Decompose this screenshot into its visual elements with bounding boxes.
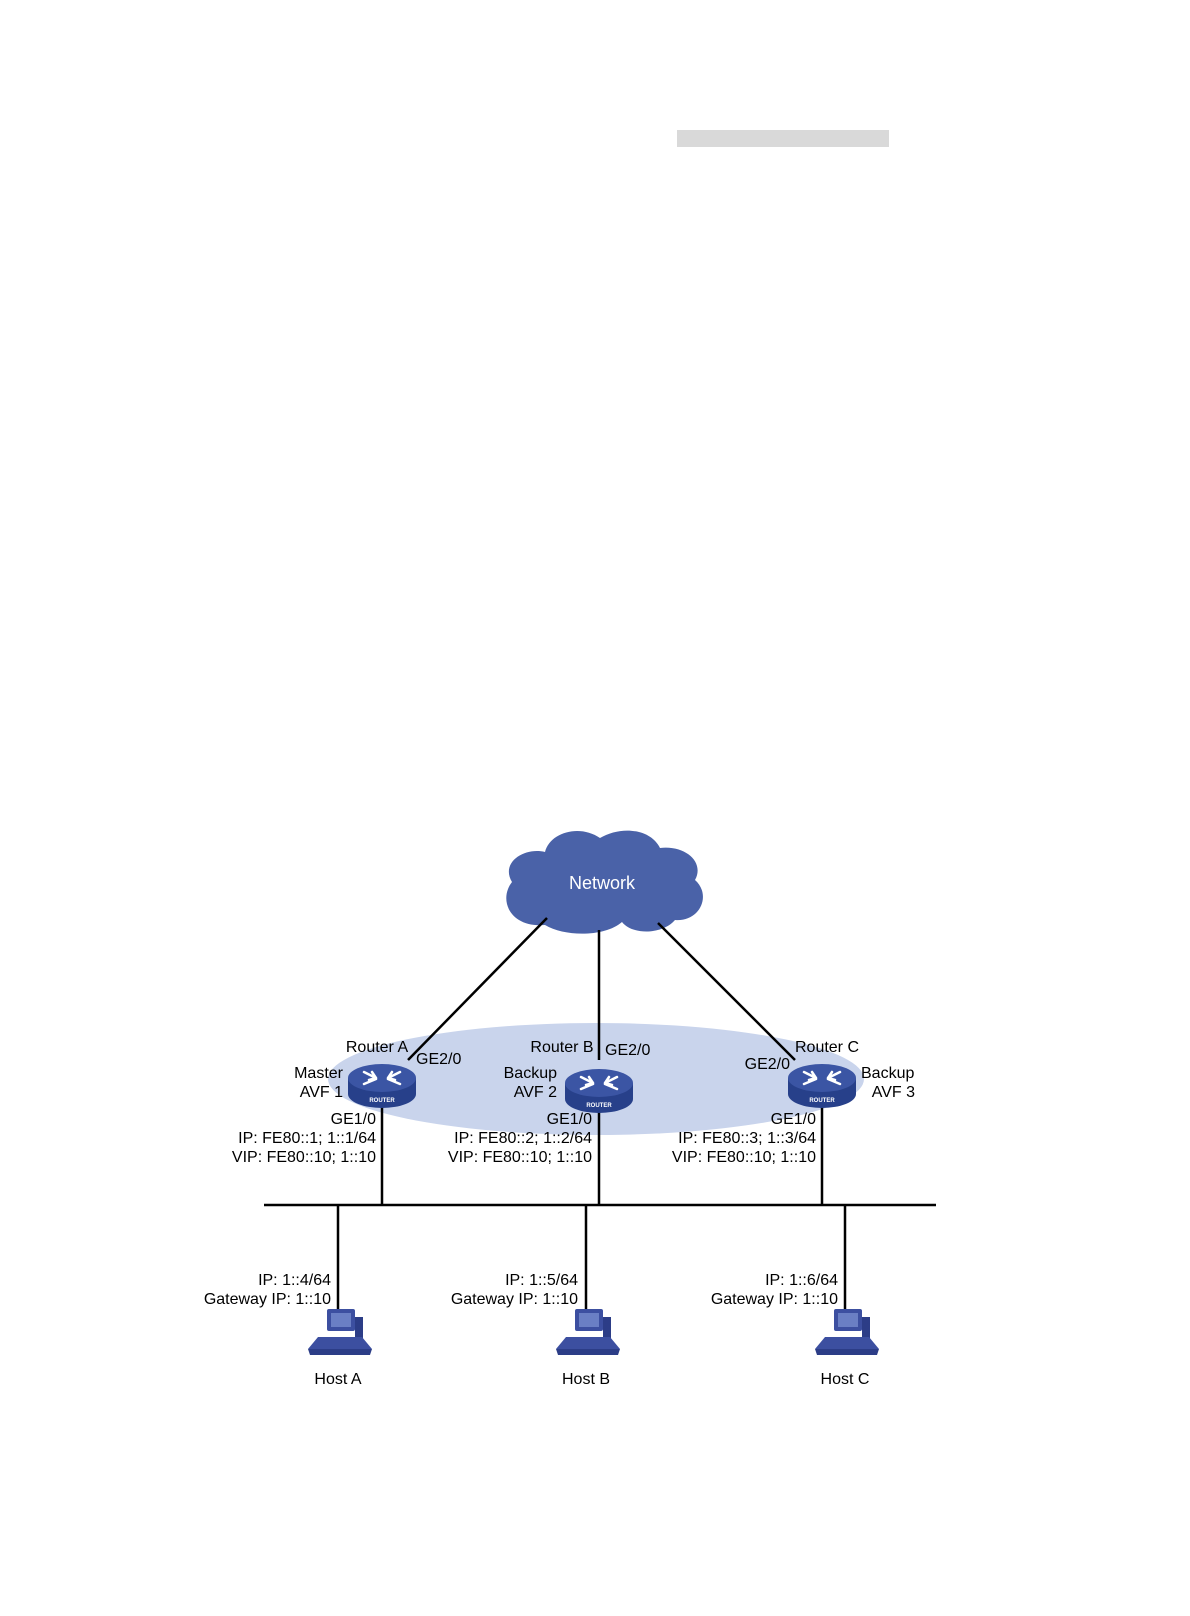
router-b-role: Backup: [504, 1065, 557, 1082]
host-b[interactable]: [556, 1309, 620, 1355]
host-b-name: Host B: [562, 1371, 610, 1388]
host-b-gateway: Gateway IP: 1::10: [451, 1291, 578, 1308]
router-b-badge: ROUTER: [586, 1103, 612, 1109]
host-c-gateway: Gateway IP: 1::10: [711, 1291, 838, 1308]
host-c-ip: IP: 1::6/64: [765, 1272, 838, 1289]
host-b-ip: IP: 1::5/64: [505, 1272, 578, 1289]
host-a-name: Host A: [314, 1371, 361, 1388]
router-c-badge: ROUTER: [809, 1098, 835, 1104]
host-c-name: Host C: [821, 1371, 870, 1388]
router-b-name: Router B: [530, 1039, 593, 1056]
router-c-role: Backup: [861, 1065, 914, 1082]
router-a[interactable]: ROUTER: [348, 1064, 416, 1108]
computer-icon: [815, 1309, 879, 1355]
router-a-uplink: GE2/0: [416, 1051, 461, 1068]
router-c-ip: IP: FE80::3; 1::3/64: [678, 1130, 816, 1147]
router-b-downlink: GE1/0: [547, 1111, 592, 1128]
network-cloud: Network: [506, 830, 703, 934]
router-a-name: Router A: [346, 1039, 409, 1056]
router-arrows-icon: [579, 1075, 619, 1091]
router-b-ip: IP: FE80::2; 1::2/64: [454, 1130, 592, 1147]
host-a-gateway: Gateway IP: 1::10: [204, 1291, 331, 1308]
host-a[interactable]: [308, 1309, 372, 1355]
router-a-downlink: GE1/0: [331, 1111, 376, 1128]
router-c-downlink: GE1/0: [771, 1111, 816, 1128]
router-c-avf: AVF 3: [872, 1084, 915, 1101]
router-a-vip: VIP: FE80::10; 1::10: [232, 1149, 376, 1166]
uplink-router-c: [657, 922, 796, 1061]
router-c-vip: VIP: FE80::10; 1::10: [672, 1149, 816, 1166]
computer-icon: [556, 1309, 620, 1355]
router-b[interactable]: ROUTER: [565, 1069, 633, 1113]
router-c-name: Router C: [795, 1039, 859, 1056]
host-a-ip: IP: 1::4/64: [258, 1272, 331, 1289]
router-arrows-icon: [362, 1070, 402, 1086]
router-c[interactable]: ROUTER: [788, 1064, 856, 1108]
router-c-uplink: GE2/0: [745, 1056, 790, 1073]
router-a-badge: ROUTER: [369, 1098, 395, 1104]
cloud-label: Network: [569, 873, 636, 893]
computer-icon: [308, 1309, 372, 1355]
cloud-icon: [506, 830, 703, 934]
router-a-ip: IP: FE80::1; 1::1/64: [238, 1130, 376, 1147]
router-b-vip: VIP: FE80::10; 1::10: [448, 1149, 592, 1166]
router-b-uplink: GE2/0: [605, 1042, 650, 1059]
header-bar: [677, 130, 889, 147]
host-c[interactable]: [815, 1309, 879, 1355]
router-arrows-icon: [802, 1070, 842, 1086]
router-b-avf: AVF 2: [514, 1084, 557, 1101]
router-a-role: Master: [294, 1065, 344, 1082]
uplink-router-a: [407, 917, 548, 1061]
router-a-avf: AVF 1: [300, 1084, 343, 1101]
